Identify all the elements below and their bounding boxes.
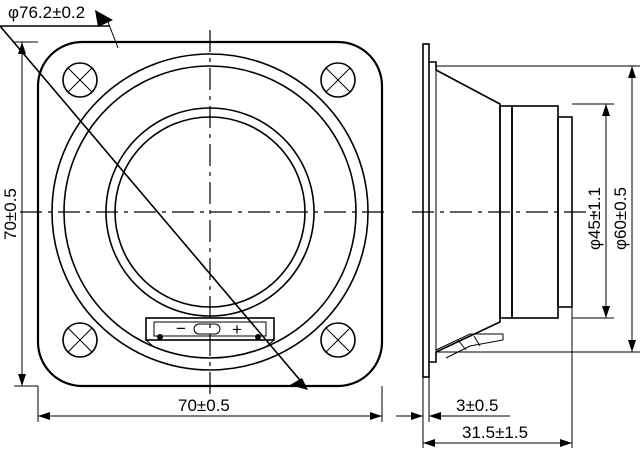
dim-diameter-76: φ76.2±0.2 [8, 3, 85, 22]
dim-height-70: 70±0.5 [1, 188, 20, 240]
side-flange [422, 43, 430, 378]
terminal-minus: − [176, 319, 186, 338]
mount-hole-tl [62, 62, 98, 98]
terminal-block: − + [145, 317, 275, 348]
terminal-plus: + [232, 320, 242, 339]
dim-depth-31: 31.5±1.5 [462, 423, 528, 442]
dim-diameter-45: φ45±1.1 [585, 187, 604, 250]
dim-diameter-60: φ60±0.5 [611, 187, 630, 250]
side-view: φ45±1.1 φ60±0.5 3±0.5 31.5±1.5 [396, 43, 640, 448]
mount-hole-br [320, 322, 356, 358]
mount-hole-bl [62, 322, 98, 358]
dim-width-70: 70±0.5 [178, 396, 230, 415]
diameter-leader [0, 25, 306, 387]
front-view: − + φ76.2±0.2 70±0.5 70±0.5 [0, 3, 385, 422]
dim-depth-3: 3±0.5 [456, 396, 498, 415]
mount-hole-tr [320, 62, 356, 98]
